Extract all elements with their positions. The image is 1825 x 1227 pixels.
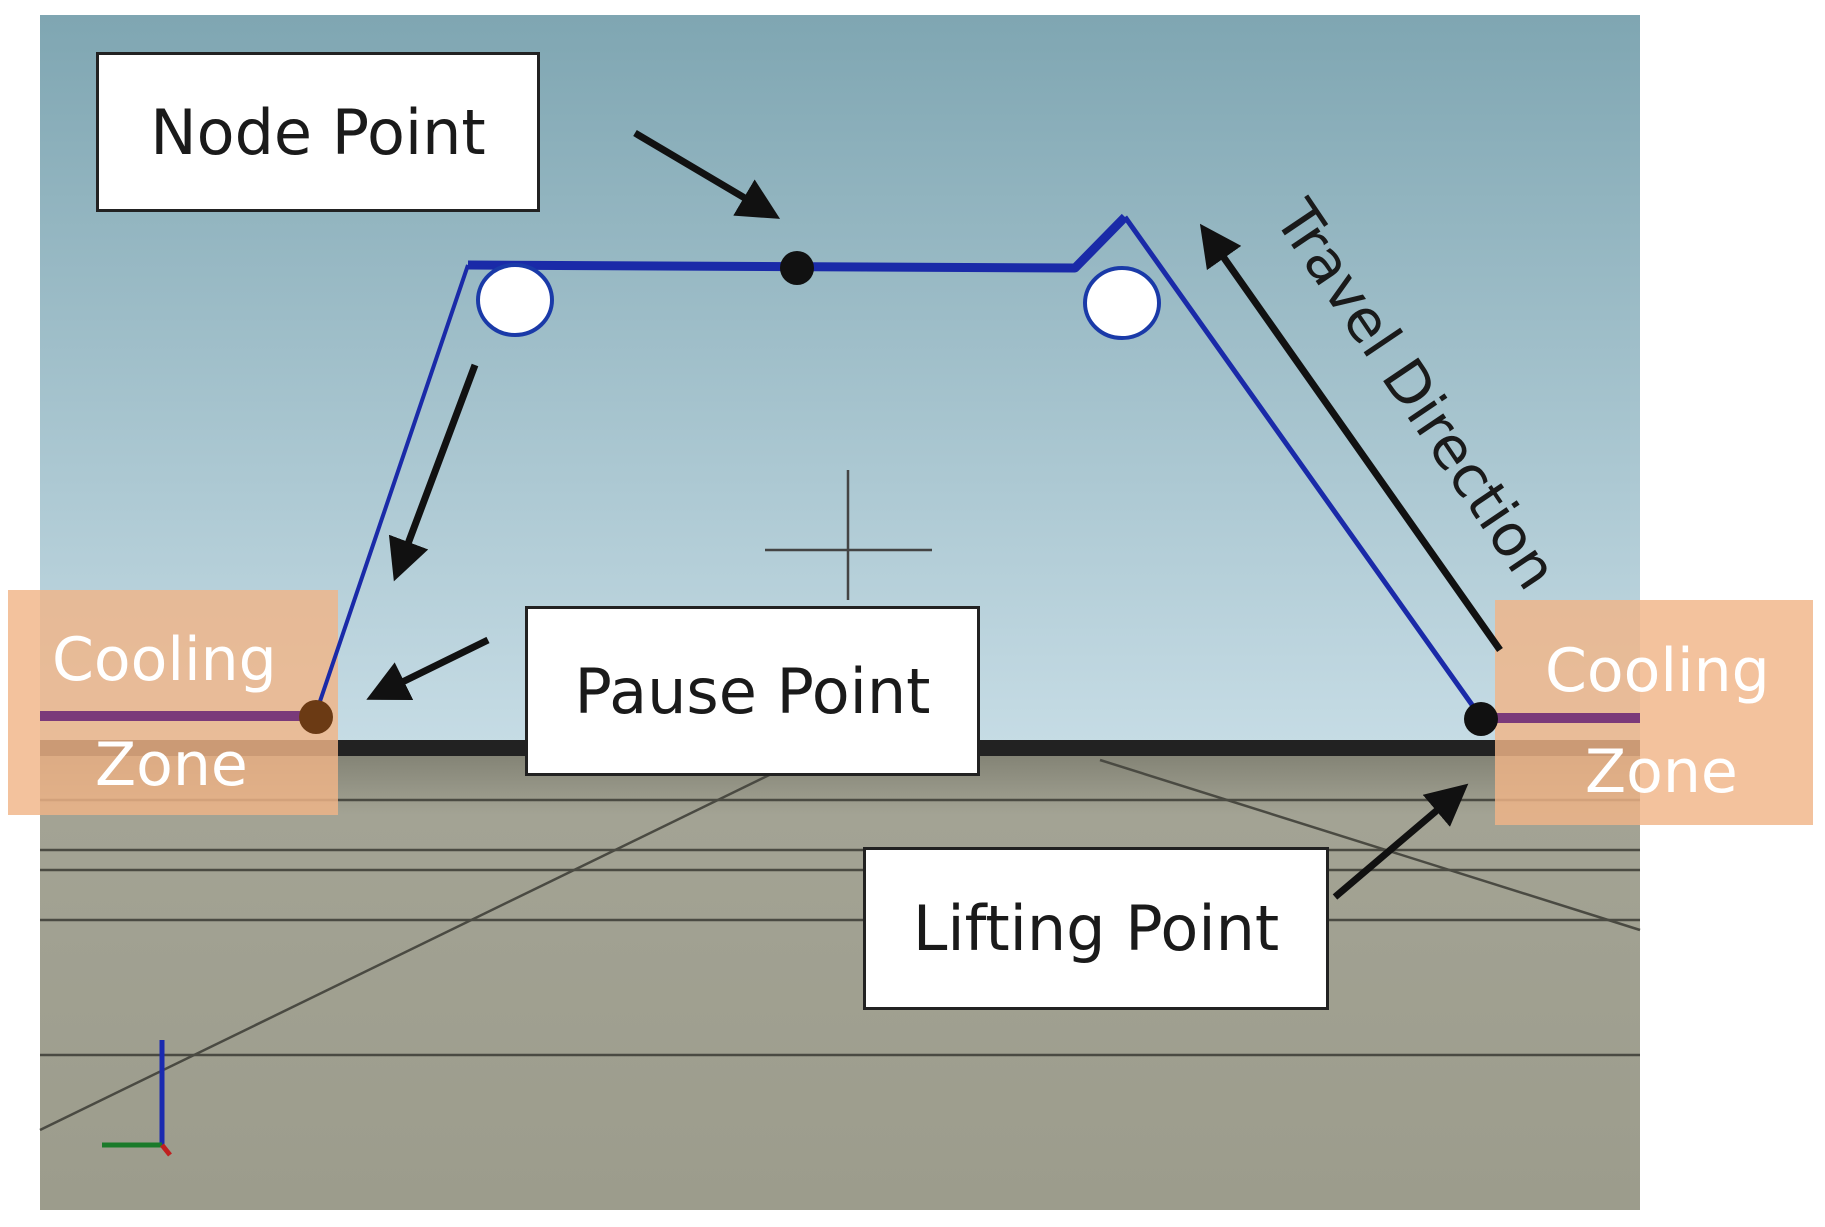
- node-point-label: Node Point: [96, 52, 540, 212]
- pause-point-label: Pause Point: [525, 606, 980, 776]
- pointer-arrows: [366, 129, 1503, 900]
- axis-triad-icon: [102, 1040, 172, 1157]
- travel-path: [313, 213, 1483, 718]
- lifting-point-arrow: [1332, 783, 1469, 900]
- travel-direction-arrow: [1199, 223, 1503, 653]
- node-point-arrow: [633, 129, 781, 219]
- lifting-point-dot: [1464, 702, 1498, 736]
- left-cooling-zone: [8, 590, 338, 815]
- pause-point-dot: [299, 700, 333, 734]
- left-zone-label-line1: Cooling: [52, 625, 277, 695]
- pause-point-arrow: [366, 636, 490, 701]
- left-roller: [476, 263, 554, 337]
- ground-grid: [39, 758, 1641, 1132]
- node-point-dot: [780, 251, 814, 285]
- ground-plane: [40, 745, 1640, 1210]
- right-zone-label-line1: Cooling: [1545, 636, 1770, 706]
- lifting-point-label: Lifting Point: [863, 847, 1329, 1010]
- descent-arrow: [388, 363, 479, 582]
- crosshair-icon: [765, 470, 932, 600]
- right-cooling-zone: [1495, 600, 1813, 825]
- left-zone-label-line2: Zone: [95, 730, 248, 800]
- right-roller: [1083, 266, 1161, 340]
- right-zone-label-line2: Zone: [1585, 737, 1738, 807]
